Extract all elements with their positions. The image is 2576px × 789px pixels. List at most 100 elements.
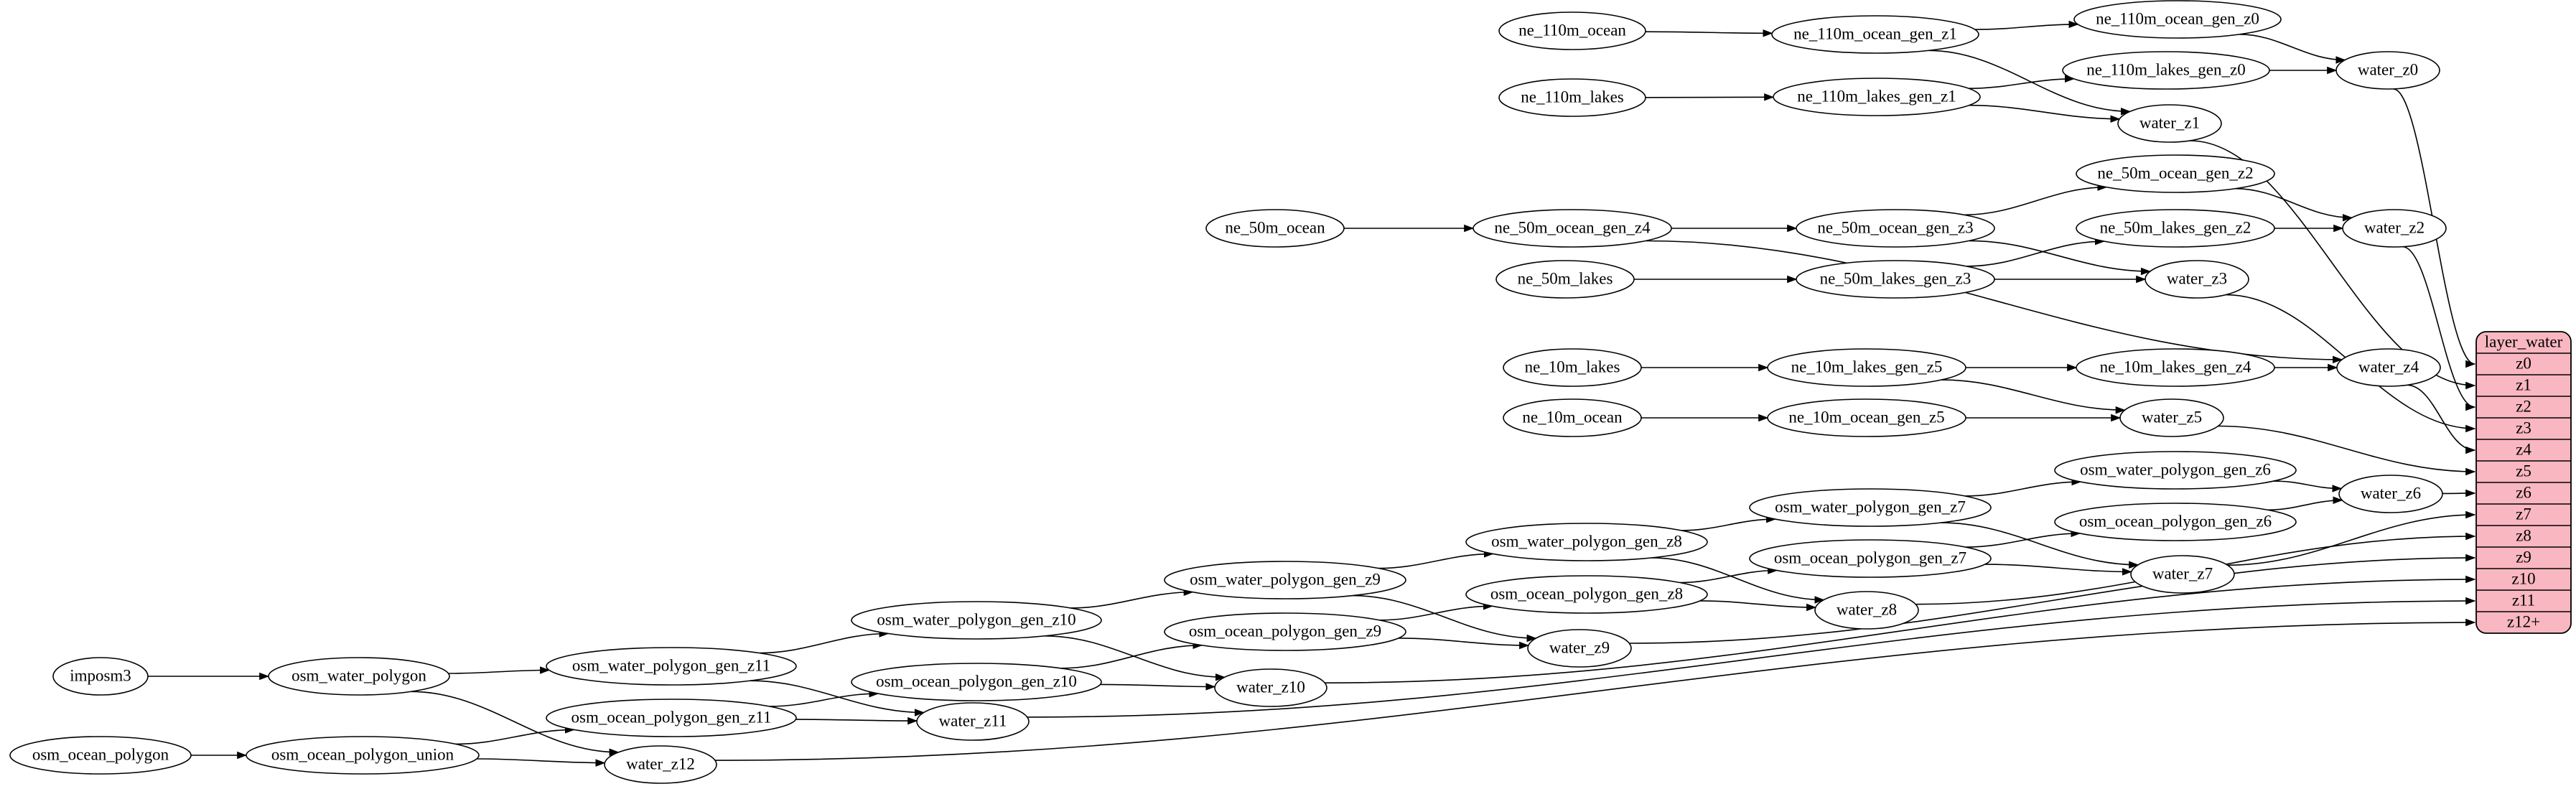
- layer-water-row-z4: z4: [2516, 440, 2531, 458]
- node-water_z11: water_z11: [916, 702, 1030, 741]
- node-ne_50m_lakes_gen_z3: ne_50m_lakes_gen_z3: [1796, 260, 1995, 299]
- node-ne_50m_lakes_gen_z2: ne_50m_lakes_gen_z2: [2076, 209, 2275, 248]
- node-label: water_z4: [2358, 358, 2419, 375]
- node-ellipse: [916, 702, 1030, 741]
- node-ellipse: [1767, 348, 1966, 387]
- node-ellipse: [1796, 260, 1995, 299]
- node-label: water_z2: [2364, 218, 2425, 236]
- edge-ne_50m_ocean_gen_z3-to-ne_50m_ocean_gen_z2: [1964, 183, 2108, 216]
- node-water_z4: water_z4: [2336, 348, 2441, 387]
- node-ne_10m_lakes_gen_z4: ne_10m_lakes_gen_z4: [2076, 348, 2275, 387]
- node-osm_water_polygon_gen_z11: osm_water_polygon_gen_z11: [546, 647, 797, 686]
- edge-water_z10-to-layer_water-z10: [1325, 575, 2476, 683]
- node-ellipse: [268, 657, 450, 696]
- node-label: ne_50m_ocean_gen_z3: [1817, 218, 1973, 236]
- edge-water_z11-to-layer_water-z11: [1027, 597, 2476, 718]
- node-osm_ocean_polygon_union: osm_ocean_polygon_union: [246, 736, 480, 775]
- node-ne_10m_ocean_gen_z5: ne_10m_ocean_gen_z5: [1767, 398, 1966, 437]
- node-ellipse: [2119, 398, 2224, 437]
- node-label: osm_ocean_polygon_gen_z7: [1774, 548, 1966, 566]
- edge-osm_water_polygon_gen_z10-to-osm_water_polygon_gen_z9: [1070, 588, 1194, 609]
- node-ellipse: [2054, 503, 2297, 541]
- node-label: ne_50m_ocean_gen_z2: [2097, 164, 2253, 182]
- node-water_z7: water_z7: [2130, 555, 2235, 594]
- node-label: water_z6: [2361, 484, 2421, 502]
- edge-osm_ocean_polygon_union-to-osm_ocean_polygon_gen_z11: [455, 726, 575, 745]
- edge-water_z5-to-layer_water-z5: [2218, 425, 2476, 476]
- layer-water-row-z1: z1: [2516, 375, 2531, 393]
- node-osm_ocean_polygon_gen_z6: osm_ocean_polygon_gen_z6: [2054, 503, 2297, 541]
- edge-ne_110m_ocean_gen_z1-to-ne_110m_ocean_gen_z0: [1974, 20, 2079, 30]
- node-ne_10m_lakes_gen_z5: ne_10m_lakes_gen_z5: [1767, 348, 1966, 387]
- node-ne_50m_ocean: ne_50m_ocean: [1205, 209, 1345, 248]
- edge-water_z7-to-layer_water-z7: [2227, 510, 2476, 566]
- node-ellipse: [1495, 260, 1635, 299]
- node-ellipse: [1771, 15, 1979, 54]
- edge-osm_ocean_polygon_gen_z9-to-water_z9: [1398, 638, 1530, 650]
- layer-water-row-z3: z3: [2516, 419, 2531, 436]
- layer-water-row-z0: z0: [2516, 354, 2531, 372]
- edge-ne_110m_ocean_gen_z0-to-water_z0: [2239, 34, 2346, 64]
- edge-ne_50m_ocean_gen_z3-to-water_z3: [1969, 240, 2151, 276]
- node-label: osm_water_polygon_gen_z6: [2080, 460, 2271, 478]
- node-imposm3: imposm3: [52, 657, 149, 696]
- node-ellipse: [1214, 668, 1327, 707]
- node-label: water_z0: [2358, 60, 2418, 78]
- edge-osm_water_polygon_gen_z7-to-osm_water_polygon_gen_z6: [1964, 477, 2082, 497]
- node-osm_water_polygon_gen_z7: osm_water_polygon_gen_z7: [1749, 488, 1992, 527]
- edge-ne_110m_lakes_gen_z1-to-ne_110m_lakes_gen_z0: [1969, 75, 2075, 89]
- node-ne_10m_ocean: ne_10m_ocean: [1503, 398, 1642, 437]
- node-osm_ocean_polygon: osm_ocean_polygon: [9, 736, 192, 775]
- node-label: ne_110m_lakes_gen_z0: [2086, 60, 2245, 78]
- edge-osm_water_polygon_gen_z10-to-water_z10: [1044, 635, 1226, 681]
- edge-osm_water_polygon_gen_z6-to-water_z6: [2273, 480, 2343, 492]
- node-ellipse: [2130, 555, 2235, 594]
- layer-water-row-z10: z10: [2511, 569, 2535, 587]
- node-ne_10m_lakes: ne_10m_lakes: [1503, 348, 1642, 387]
- node-ellipse: [1767, 398, 1966, 437]
- node-label: osm_ocean_polygon_union: [271, 745, 454, 763]
- node-ellipse: [546, 647, 797, 686]
- edge-osm_ocean_polygon_gen_z10-to-water_z10: [1100, 683, 1216, 691]
- node-ellipse: [546, 699, 797, 737]
- edge-ne_50m_lakes_gen_z3-to-ne_50m_lakes_gen_z2: [1966, 237, 2105, 267]
- node-ellipse: [1503, 398, 1642, 437]
- node-label: ne_10m_lakes: [1525, 358, 1620, 375]
- node-label: water_z1: [2139, 113, 2200, 131]
- node-ellipse: [1749, 539, 1992, 578]
- node-label: water_z8: [1837, 600, 1897, 618]
- node-ellipse: [2076, 154, 2275, 193]
- node-label: ne_50m_ocean_gen_z4: [1494, 218, 1651, 236]
- node-ne_110m_lakes_gen_z0: ne_110m_lakes_gen_z0: [2062, 51, 2270, 90]
- node-ellipse: [604, 745, 717, 784]
- node-label: ne_110m_lakes_gen_z1: [1797, 87, 1956, 105]
- node-water_z5: water_z5: [2119, 398, 2224, 437]
- node-water_z6: water_z6: [2338, 475, 2443, 513]
- node-ellipse: [1796, 209, 1995, 248]
- node-label: osm_water_polygon_gen_z9: [1190, 570, 1381, 588]
- edge-osm_water_polygon_gen_z8-to-osm_water_polygon_gen_z7: [1681, 515, 1777, 531]
- node-label: water_z7: [2152, 564, 2213, 582]
- node-water_z10: water_z10: [1214, 668, 1327, 707]
- layer-water-row-z8: z8: [2516, 526, 2531, 544]
- node-ellipse: [1164, 612, 1406, 651]
- edge-osm_water_polygon_gen_z8-to-water_z8: [1651, 557, 1825, 604]
- edge-osm_ocean_polygon_gen_z8-to-water_z8: [1699, 600, 1817, 612]
- layer-water-row-z6: z6: [2516, 483, 2531, 501]
- node-osm_water_polygon_gen_z6: osm_water_polygon_gen_z6: [2054, 451, 2297, 490]
- node-ellipse: [1205, 209, 1345, 248]
- node-ellipse: [1498, 78, 1646, 117]
- node-osm_ocean_polygon_gen_z10: osm_ocean_polygon_gen_z10: [851, 663, 1102, 701]
- node-osm_ocean_polygon_gen_z11: osm_ocean_polygon_gen_z11: [546, 699, 797, 737]
- node-ellipse: [1749, 488, 1992, 527]
- node-label: ne_10m_lakes_gen_z5: [1791, 358, 1943, 375]
- node-osm_water_polygon_gen_z10: osm_water_polygon_gen_z10: [851, 601, 1102, 640]
- edge-osm_water_polygon-to-osm_water_polygon_gen_z11: [448, 666, 551, 674]
- node-ne_110m_ocean_gen_z0: ne_110m_ocean_gen_z0: [2073, 0, 2282, 39]
- node-water_z1: water_z1: [2117, 104, 2222, 143]
- node-ellipse: [851, 601, 1102, 640]
- node-label: osm_ocean_polygon_gen_z6: [2079, 512, 2272, 530]
- node-ellipse: [9, 736, 192, 775]
